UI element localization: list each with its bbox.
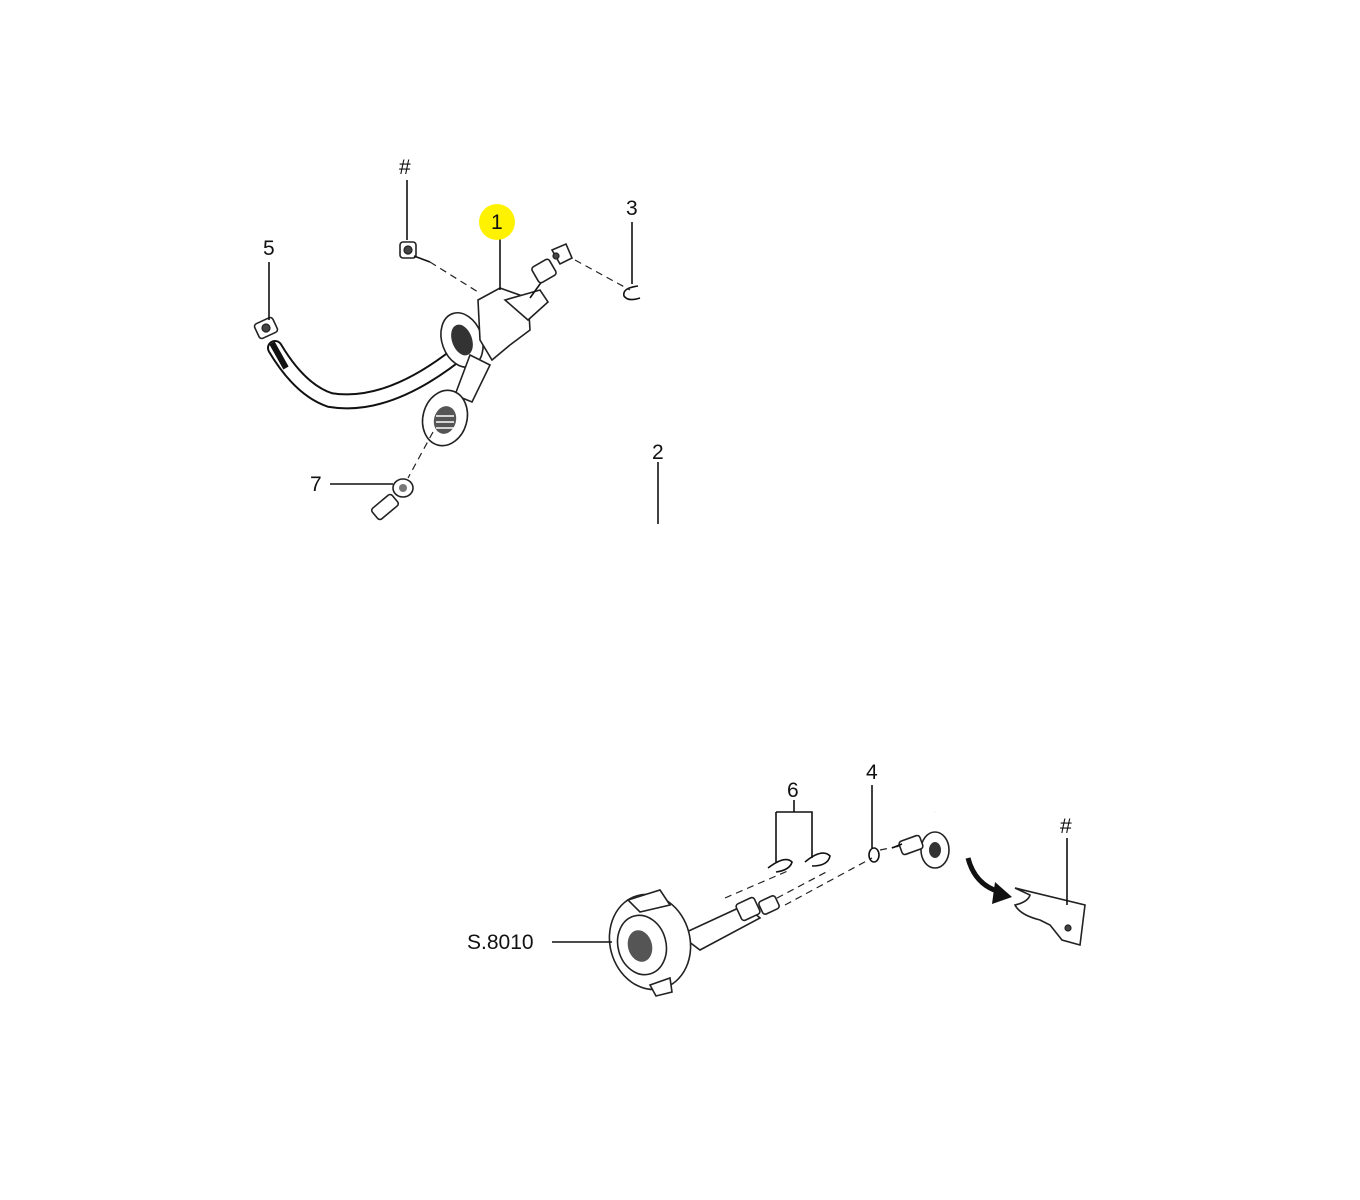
leader-lines bbox=[268, 180, 1068, 943]
quick-connector bbox=[891, 831, 950, 869]
clutch-master-cylinder bbox=[421, 242, 574, 447]
callout-2: 2 bbox=[652, 441, 664, 464]
callout-6: 6 bbox=[787, 779, 799, 802]
removal-tool bbox=[1013, 887, 1086, 947]
seal bbox=[392, 478, 414, 498]
callout-7: 7 bbox=[310, 473, 322, 496]
assembly-lines bbox=[407, 259, 906, 916]
callout-1: 1 bbox=[491, 211, 503, 234]
direction-arrow bbox=[965, 857, 1012, 904]
hose-clamp bbox=[253, 316, 279, 340]
concentric-slave-cylinder bbox=[608, 889, 780, 997]
o-ring bbox=[868, 847, 880, 863]
callout-3: 3 bbox=[626, 197, 638, 220]
highlight-marker bbox=[479, 204, 515, 240]
callout-4: 4 bbox=[866, 761, 878, 784]
retaining-clip bbox=[622, 285, 641, 301]
callout-hash-top: # bbox=[399, 156, 411, 179]
reservoir-hose bbox=[267, 340, 473, 410]
callout-5: 5 bbox=[263, 237, 275, 260]
mounting-bolt bbox=[399, 241, 431, 263]
callout-s8010: S.8010 bbox=[467, 931, 534, 954]
retaining-pins bbox=[767, 852, 831, 873]
hydraulic-pipe bbox=[366, 493, 1003, 852]
callout-hash-bottom: # bbox=[1060, 815, 1072, 838]
